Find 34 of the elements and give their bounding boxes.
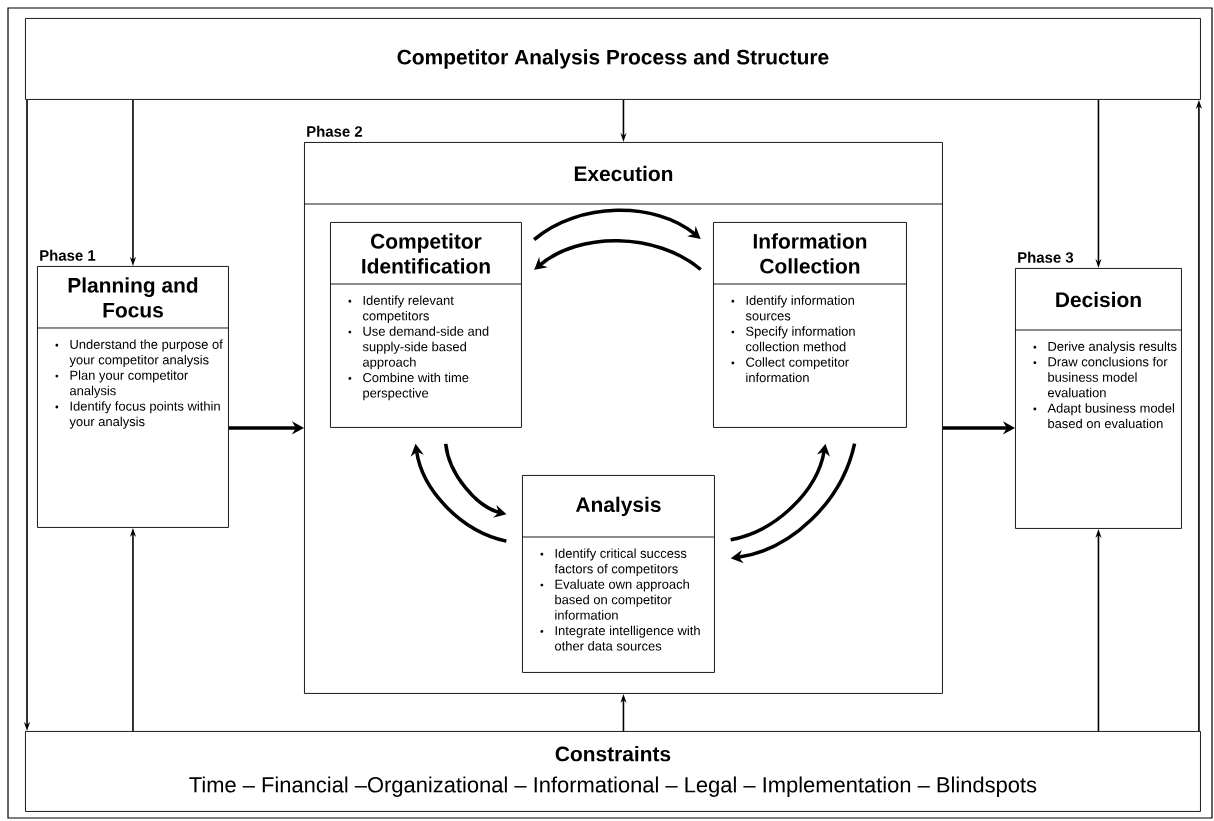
bullet-item: Evaluate own approach based on competitor information [555,579,689,620]
heading: Analysis [575,496,661,517]
constraint-list: Time – Financial –Organizational – Informational – Legal – Implementation – Blindspots [189,776,1037,797]
arrow [533,208,701,242]
heading: Planning and Focus [68,277,198,318]
bullet-item: Understand the purpose of your competitor analysis [69,339,223,367]
heading: Information Collection [753,233,867,274]
bullet-item: Identify focus points within your analysis [69,401,220,429]
bullet-item: Plan your competitor analysis [70,370,188,398]
bullet-item: Identify relevant competitors [363,295,454,323]
bullet-item: Specify information collection method [746,326,855,352]
bullet-item: Identify information sources [745,295,854,321]
banner-box [25,731,1201,812]
process-box [521,475,715,673]
bullet-item: Collect competitor information [746,357,849,383]
heading: Competitor Analysis Process and Structure [397,49,829,69]
bullet-item: Identify critical success factors of competitors [554,548,687,576]
heading: Constraints [555,746,671,762]
bullet-item: Adapt business model based on evaluation [1047,403,1174,429]
bullet-item: Use demand-side and supply-side based approach [362,326,489,370]
bullet-item: Draw conclusions for business model evaluation [1048,356,1168,398]
banner-box [25,18,1201,100]
phase-label: Phase 1 [40,249,96,261]
process-box [712,222,907,428]
phase-label: Phase 2 [307,125,363,137]
phase-label: Phase 3 [1018,251,1074,263]
bullet-item: Integrate intelligence with other data sources [555,625,700,651]
heading: Execution [574,165,673,182]
arrow [534,239,702,271]
heading: Competitor Identification [362,233,490,274]
bullet-item: Combine with time perspective [363,372,469,401]
process-box [329,222,522,428]
heading: Decision [1056,291,1141,308]
bullet-item: Derive analysis results [1048,341,1177,354]
